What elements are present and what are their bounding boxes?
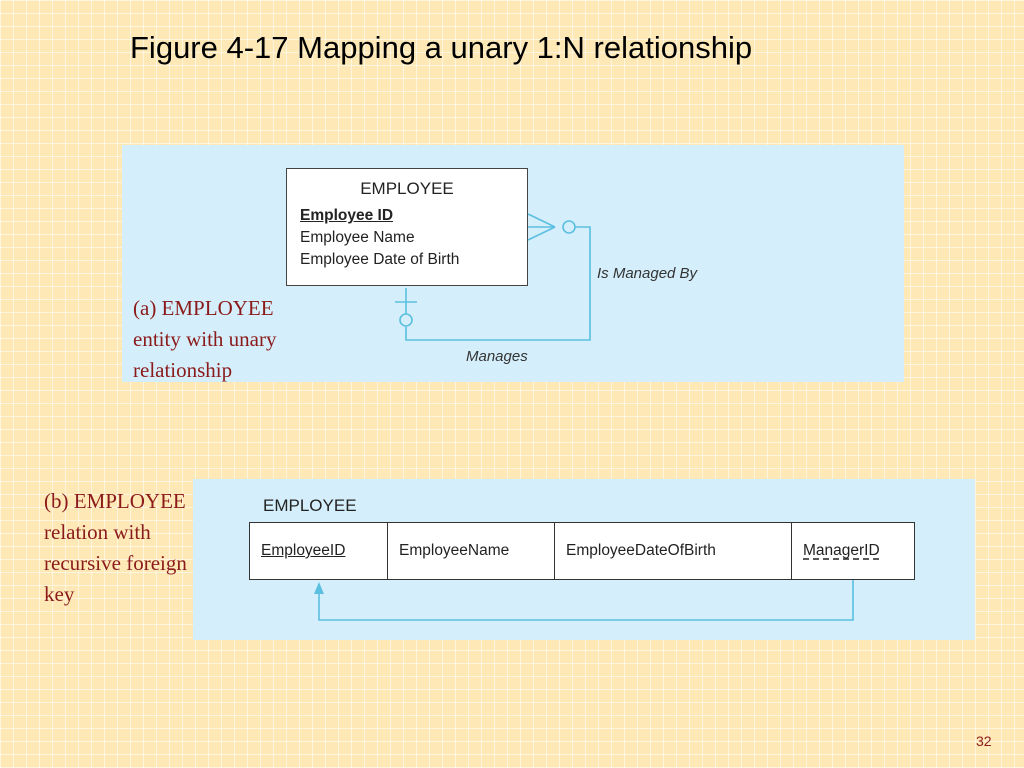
relationship-label-is-managed-by: Is Managed By [597, 265, 698, 282]
page-number: 32 [976, 733, 992, 749]
slide-title: Figure 4-17 Mapping a unary 1:N relation… [130, 30, 753, 65]
entity-attribute: Employee Date of Birth [300, 251, 460, 268]
employee-entity-box: EMPLOYEE Employee ID Employee Name Emplo… [286, 168, 528, 286]
primary-key-column: EmployeeID [261, 542, 346, 559]
relationship-loop-line [405, 226, 591, 341]
relation-table: EmployeeID EmployeeName EmployeeDateOfBi… [249, 522, 915, 580]
crows-foot-line [527, 213, 556, 228]
optional-circle [399, 313, 413, 327]
foreign-key-arrowhead [314, 582, 324, 594]
entity-title: EMPLOYEE [360, 179, 454, 198]
relation-column: EmployeeDateOfBirth [566, 542, 716, 559]
relation-title: EMPLOYEE [263, 496, 357, 515]
relation-column: EmployeeName [399, 542, 510, 559]
foreign-key-column: ManagerID [803, 542, 880, 559]
crows-foot-line [527, 226, 556, 241]
caption-part-b: (b) EMPLOYEE relation with recursive for… [44, 489, 187, 606]
caption-part-a: (a) EMPLOYEE entity with unary relations… [133, 296, 277, 382]
entity-attribute-primary-key: Employee ID [300, 207, 394, 224]
foreign-key-arrow-line [318, 580, 854, 621]
relation-column-cell: EmployeeID [250, 523, 388, 579]
relation-column-cell: EmployeeName [388, 523, 555, 579]
relation-column-cell: EmployeeDateOfBirth [555, 523, 792, 579]
optional-circle [562, 220, 576, 234]
relationship-label-manages: Manages [466, 348, 528, 365]
entity-attribute: Employee Name [300, 229, 415, 246]
relation-column-cell: ManagerID [792, 523, 914, 579]
